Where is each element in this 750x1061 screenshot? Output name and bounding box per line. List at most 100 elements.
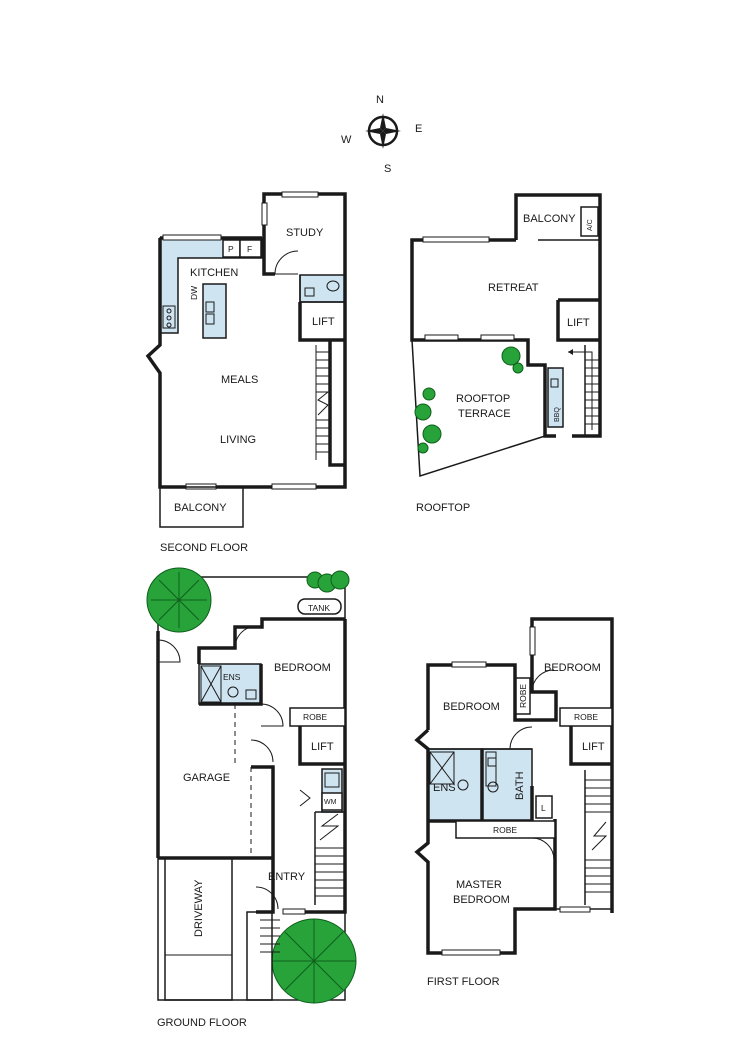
second-floor-balcony <box>159 486 244 528</box>
cooktop-icon <box>166 322 172 328</box>
sink-icon <box>324 772 340 788</box>
plant-icon <box>422 424 442 444</box>
pantry-label: P <box>228 244 234 254</box>
robe-box <box>289 707 346 727</box>
bath-label: BATH <box>514 771 526 800</box>
basin-icon <box>245 689 257 700</box>
plant-icon <box>417 442 429 454</box>
garage-label: GARAGE <box>183 772 230 784</box>
window <box>281 191 319 198</box>
stairs <box>314 811 345 905</box>
ground-floor-walls <box>251 765 275 914</box>
bedroom-right-label: BEDROOM <box>544 662 601 674</box>
robe-middle <box>455 820 556 839</box>
ac-label: A/C <box>587 219 594 231</box>
toilet-icon <box>457 779 469 791</box>
window <box>422 236 490 243</box>
rooftop-terrace-label-2: TERRACE <box>458 408 511 420</box>
second-floor-plan: STUDY KITCHEN P F DW LIFT MEALS LIVING B… <box>145 191 347 554</box>
ensuite-label: ENS <box>433 782 456 794</box>
ground-ensuite <box>198 663 262 705</box>
ground-trees <box>146 567 357 1004</box>
lift-label: LIFT <box>567 317 590 329</box>
first-floor-title: FIRST FLOOR <box>427 976 500 988</box>
door-swing-icon <box>260 703 284 727</box>
ground-floor-plan: TANK BEDROOM ENS ROBE LIFT GARAGE WM DRI… <box>146 567 357 1029</box>
bbq-bench <box>547 367 564 428</box>
stair-break-icon <box>591 821 608 851</box>
entry-label: ENTRY <box>268 871 306 883</box>
shower-icon <box>200 665 222 703</box>
plant-icon <box>512 362 524 374</box>
rooftop-title: ROOFTOP <box>416 502 470 514</box>
robe-right-label: ROBE <box>574 712 598 722</box>
master-bedroom-label-2: BEDROOM <box>453 894 510 906</box>
compass: N S E W <box>341 94 422 175</box>
driveway-label: DRIVEWAY <box>193 879 205 937</box>
compass-north: N <box>376 94 384 106</box>
toilet-icon <box>487 781 499 793</box>
window <box>424 334 459 341</box>
washing-machine-label: WM <box>324 799 337 806</box>
tank-label: TANK <box>308 603 330 613</box>
sink-icon <box>550 378 559 388</box>
terrace-plants <box>414 346 524 454</box>
fridge-box <box>239 239 262 258</box>
door-swing-icon <box>531 669 555 693</box>
window <box>480 334 515 341</box>
robe-middle-label: ROBE <box>493 825 517 835</box>
ac-unit <box>580 206 599 237</box>
cooktop-icon <box>166 308 172 314</box>
lift-shaft-walls <box>556 298 600 342</box>
plant-icon <box>501 346 521 366</box>
door-swing-icon <box>509 726 533 750</box>
stair-wall <box>328 340 345 467</box>
door-swing-icon <box>274 250 299 275</box>
window <box>559 906 591 913</box>
terrace-edge <box>411 339 546 478</box>
lift-label: LIFT <box>312 316 335 328</box>
ground-floor-title: GROUND FLOOR <box>157 1017 247 1029</box>
shower-icon <box>429 751 455 785</box>
window <box>282 908 306 915</box>
fridge-label: F <box>247 244 252 254</box>
window <box>271 483 317 490</box>
robe-vertical <box>515 677 531 715</box>
bedroom-left-label: BEDROOM <box>443 701 500 713</box>
shrub-icon <box>330 570 350 590</box>
ground-floor-walls <box>197 617 345 664</box>
first-floor-walls <box>414 728 557 955</box>
door-swing-icon <box>531 837 555 861</box>
plant-icon <box>414 403 432 421</box>
dishwasher-label: DW <box>189 286 199 300</box>
stair-direction-icon <box>568 351 593 430</box>
driveway <box>164 857 233 1001</box>
entry-steps <box>246 911 280 1001</box>
basin-icon <box>487 757 497 767</box>
cooktop-icon <box>166 315 172 321</box>
rooftop-balcony-walls <box>514 193 602 438</box>
lift-shaft-walls <box>298 726 345 766</box>
living-label: LIVING <box>220 434 256 446</box>
door-fold-icon <box>299 789 311 807</box>
compass-east: E <box>415 123 422 135</box>
bedroom-label: BEDROOM <box>274 662 331 674</box>
stair-break-icon <box>319 813 340 841</box>
lift-label: LIFT <box>582 741 605 753</box>
retreat-label: RETREAT <box>488 282 539 294</box>
second-floor-title: SECOND FLOOR <box>160 542 248 554</box>
robe-vertical-label: ROBE <box>518 684 528 708</box>
toilet-icon <box>227 686 239 698</box>
stair-break-icon <box>317 391 329 416</box>
first-floor-plan: BEDROOM BEDROOM ROBE ROBE LIFT ENS BATH … <box>414 617 614 988</box>
arrow-icon <box>568 349 573 355</box>
lift-label: LIFT <box>311 741 334 753</box>
compass-needle-icon <box>383 128 401 134</box>
robe-label: ROBE <box>303 712 327 722</box>
kitchen-label: KITCHEN <box>190 267 238 279</box>
window <box>529 626 536 656</box>
compass-west: W <box>341 134 352 146</box>
cooktop-icon <box>162 305 176 329</box>
door-swing-icon <box>157 639 181 663</box>
